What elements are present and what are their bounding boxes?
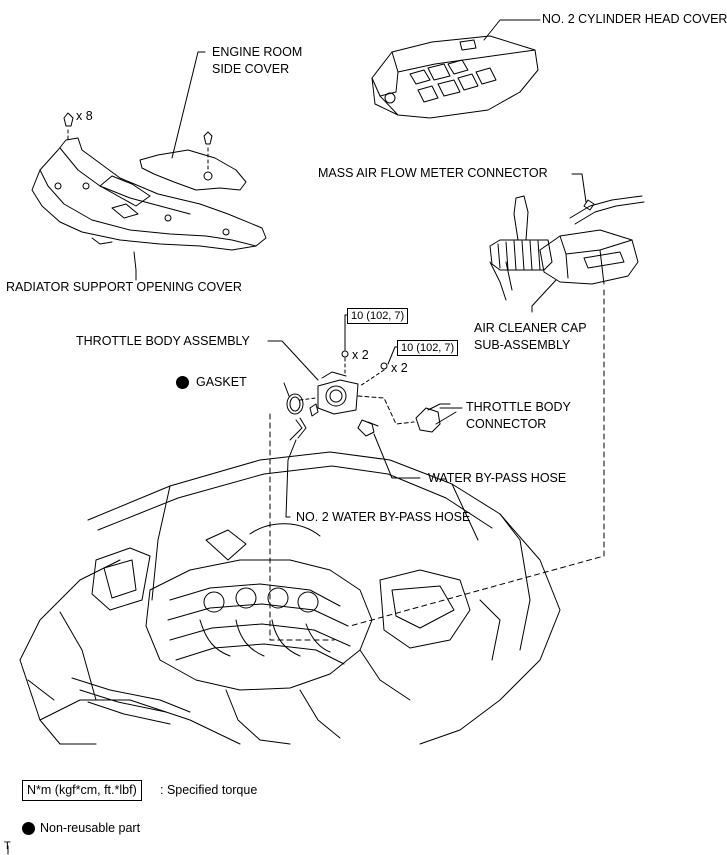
parts-diagram: NO. 2 CYLINDER HEAD COVER ENGINE ROOM SI… (4, 12, 727, 855)
engine-bay-drawing (19, 451, 561, 745)
label-cylinder-head-cover: NO. 2 CYLINDER HEAD COVER (542, 12, 727, 26)
footer-code: T (4, 840, 11, 852)
non-reusable-marker-gasket (176, 376, 189, 389)
radiator-support-cover-drawing (31, 112, 267, 281)
air-cleaner-drawing (349, 173, 645, 627)
label-engine-room-side-cover-line1: ENGINE ROOM (212, 45, 303, 59)
label-radiator-support-opening-cover: RADIATOR SUPPORT OPENING COVER (6, 280, 242, 294)
label-nut-count: x 2 (352, 348, 369, 362)
legend-non-reusable-text: Non-reusable part (40, 821, 141, 835)
legend-torque-description: : Specified torque (160, 783, 258, 797)
label-gasket: GASKET (196, 375, 247, 389)
legend-torque-unit-box: N*m (kgf*cm, ft.*lbf) (22, 780, 142, 801)
label-throttle-body-connector-line2: CONNECTOR (466, 417, 547, 431)
label-air-cleaner-cap-line2: SUB-ASSEMBLY (474, 338, 571, 352)
label-engine-room-side-cover-line2: SIDE COVER (212, 62, 290, 76)
torque-box-nut: 10 (102, 7) (347, 308, 409, 324)
engine-room-side-cover-drawing (139, 51, 247, 191)
label-throttle-body-connector-line1: THROTTLE BODY (466, 400, 571, 414)
throttle-body-drawing (267, 314, 463, 641)
label-clip-count: x 8 (76, 109, 93, 123)
label-air-cleaner-cap-line1: AIR CLEANER CAP (474, 321, 587, 335)
cylinder-head-cover-drawing (371, 19, 541, 119)
label-throttle-body-assembly: THROTTLE BODY ASSEMBLY (76, 334, 250, 348)
label-water-bypass-hose: WATER BY-PASS HOSE (428, 471, 567, 485)
torque-box-bolt: 10 (102, 7) (397, 340, 459, 356)
label-bolt-count: x 2 (391, 361, 408, 375)
label-maf-connector: MASS AIR FLOW METER CONNECTOR (318, 166, 548, 180)
legend-non-reusable-dot (22, 822, 35, 835)
diagram-artwork (7, 19, 645, 855)
label-no2-water-bypass-hose: NO. 2 WATER BY-PASS HOSE (296, 510, 471, 524)
